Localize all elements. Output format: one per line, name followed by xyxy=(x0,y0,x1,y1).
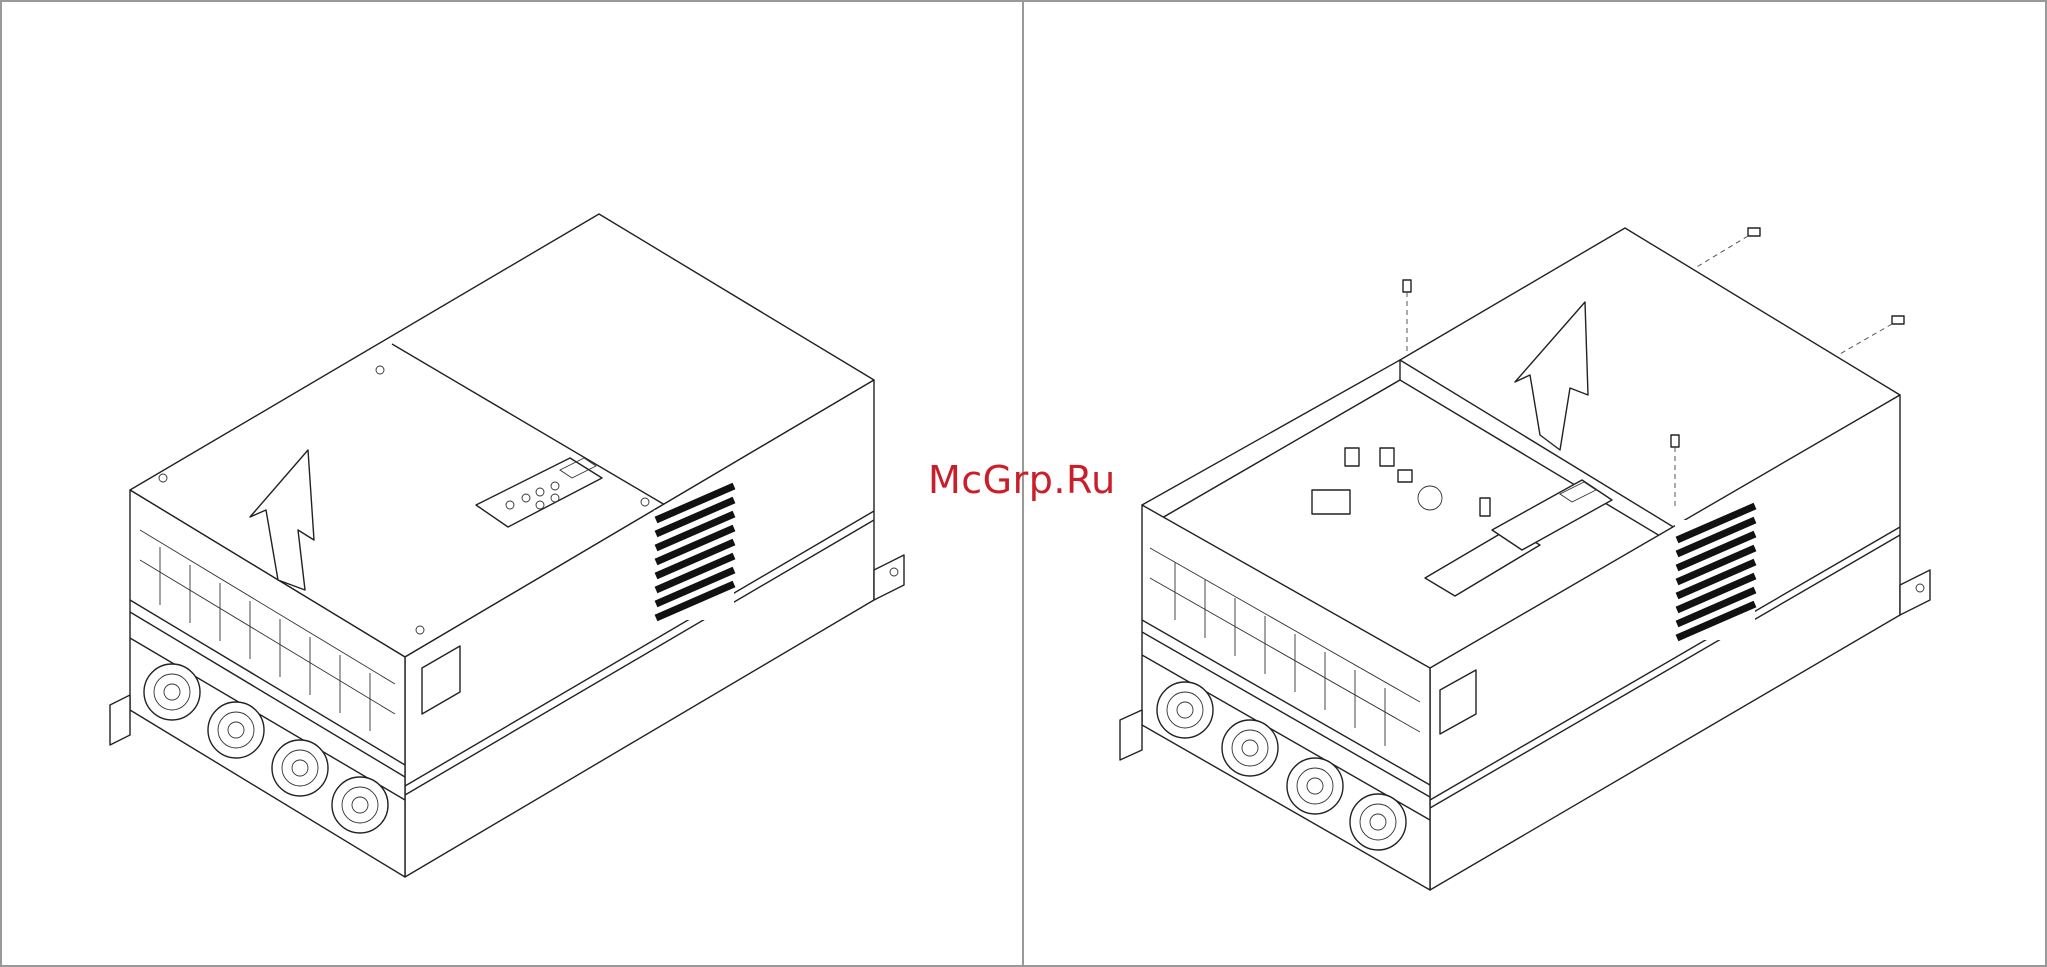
mount-foot xyxy=(110,695,130,745)
mount-foot xyxy=(874,555,904,600)
mount-foot xyxy=(1120,710,1142,760)
vent-grille-icon xyxy=(1675,506,1755,640)
mount-foot xyxy=(1900,570,1930,615)
watermark-text: McGrp.Ru xyxy=(928,458,1116,502)
drive-cover-removed xyxy=(1120,228,1930,890)
drive-cover-closed xyxy=(110,214,904,877)
